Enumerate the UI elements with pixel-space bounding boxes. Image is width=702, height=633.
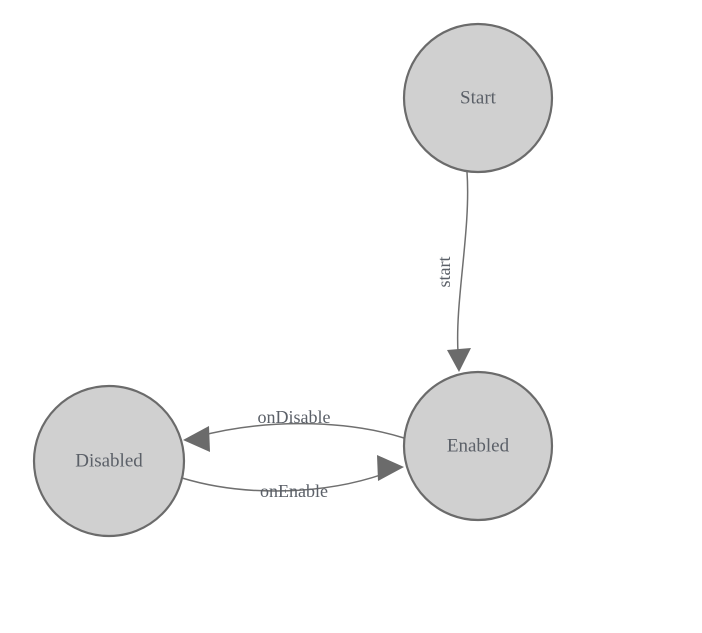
edge-enabled-to-disabled-path bbox=[195, 422, 405, 439]
edge-start-to-enabled-arrowhead bbox=[447, 348, 471, 372]
state-node-enabled-circle bbox=[402, 370, 554, 522]
state-node-disabled-circle bbox=[32, 384, 186, 538]
state-node-start[interactable]: Start bbox=[402, 22, 554, 174]
state-node-start-circle bbox=[402, 22, 554, 174]
state-node-enabled[interactable]: Enabled bbox=[402, 370, 554, 522]
state-node-enabled-label: Enabled bbox=[447, 435, 510, 456]
edge-label-start: start bbox=[434, 257, 454, 288]
state-node-start-label: Start bbox=[460, 87, 497, 108]
edge-label-on-enable: onEnable bbox=[260, 481, 328, 501]
edge-start-to-enabled[interactable] bbox=[447, 171, 471, 372]
edge-start-to-enabled-path bbox=[456, 171, 469, 353]
edge-label-on-disable: onDisable bbox=[258, 407, 331, 427]
edge-enabled-to-disabled-arrowhead bbox=[183, 426, 210, 452]
edge-disabled-to-enabled-path bbox=[181, 471, 390, 492]
edge-enabled-to-disabled[interactable] bbox=[183, 422, 405, 452]
edge-disabled-to-enabled-arrowhead bbox=[377, 455, 404, 481]
state-node-disabled-label: Disabled bbox=[75, 450, 143, 471]
edge-disabled-to-enabled[interactable] bbox=[181, 455, 404, 492]
state-node-disabled[interactable]: Disabled bbox=[32, 384, 186, 538]
